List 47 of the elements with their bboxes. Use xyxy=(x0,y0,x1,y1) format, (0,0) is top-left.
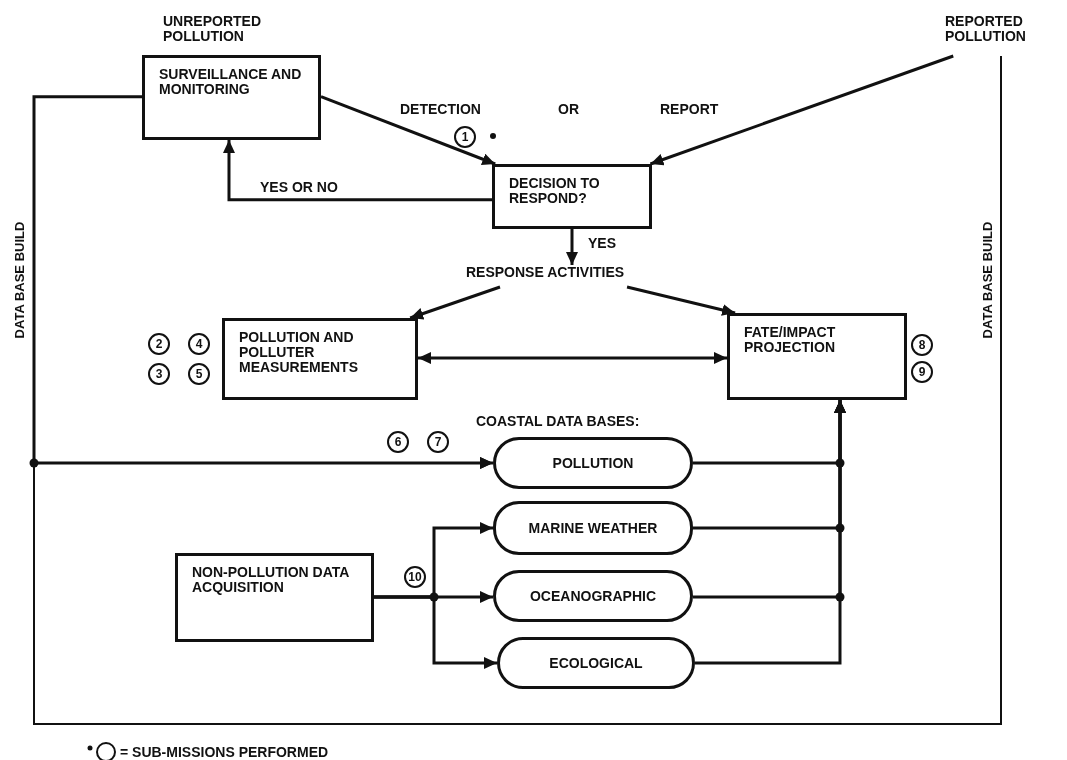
box-label: ECOLOGICAL xyxy=(549,655,643,671)
edge-label: YES xyxy=(588,236,616,251)
process-box xyxy=(492,164,652,229)
database-terminal xyxy=(493,570,693,622)
arrow xyxy=(566,229,578,265)
process-box xyxy=(727,313,907,400)
arrow xyxy=(418,352,727,364)
circled-number: 1 xyxy=(454,126,476,148)
arrow xyxy=(33,55,1002,725)
box-label: POLLUTION AND POLLUTER MEASUREMENTS xyxy=(238,328,359,375)
process-box xyxy=(222,318,418,400)
box-label: OCEANOGRAPHIC xyxy=(530,588,656,604)
box-label: DECISION TO RESPOND? xyxy=(508,174,601,206)
database-terminal xyxy=(493,501,693,555)
database-terminal xyxy=(493,437,693,489)
circled-number: 7 xyxy=(427,431,449,453)
database-terminal xyxy=(497,637,695,689)
box-label: POLLUTION xyxy=(552,455,634,471)
circled-number: 6 xyxy=(387,431,409,453)
box-label: MARINE WEATHER xyxy=(528,520,658,536)
legend-label: = SUB-MISSIONS PERFORMED xyxy=(120,745,329,760)
arrow xyxy=(374,595,497,669)
circled-number: 3 xyxy=(148,363,170,385)
arrow xyxy=(695,400,847,665)
circled-number: 9 xyxy=(911,361,933,383)
box-label: NON-POLLUTION DATA ACQUISITION xyxy=(191,563,350,595)
box-label: FATE/IMPACT PROJECTION xyxy=(743,323,837,355)
arrow xyxy=(626,285,736,316)
node-label: RESPONSE ACTIVITIES xyxy=(466,265,686,287)
arrow xyxy=(223,140,492,202)
circled-number: 2 xyxy=(148,333,170,355)
node-label: REPORTED POLLUTION xyxy=(945,14,1063,56)
arrow xyxy=(409,285,501,320)
process-box xyxy=(175,553,374,642)
arrow xyxy=(320,95,496,166)
edge-label: YES OR NO xyxy=(260,180,338,195)
circled-number: 8 xyxy=(911,334,933,356)
box-label: SURVEILLANCE AND MONITORING xyxy=(158,65,303,97)
circled-number: 10 xyxy=(404,566,426,588)
edge-label: DETECTION xyxy=(400,102,481,117)
circled-number: 4 xyxy=(188,333,210,355)
process-box xyxy=(142,55,321,140)
circled-number: 5 xyxy=(188,363,210,385)
text-label: OR xyxy=(558,102,579,117)
edge-label: REPORT xyxy=(660,102,719,117)
text-label: COASTAL DATA BASES: xyxy=(476,414,640,429)
arrow xyxy=(649,54,954,166)
